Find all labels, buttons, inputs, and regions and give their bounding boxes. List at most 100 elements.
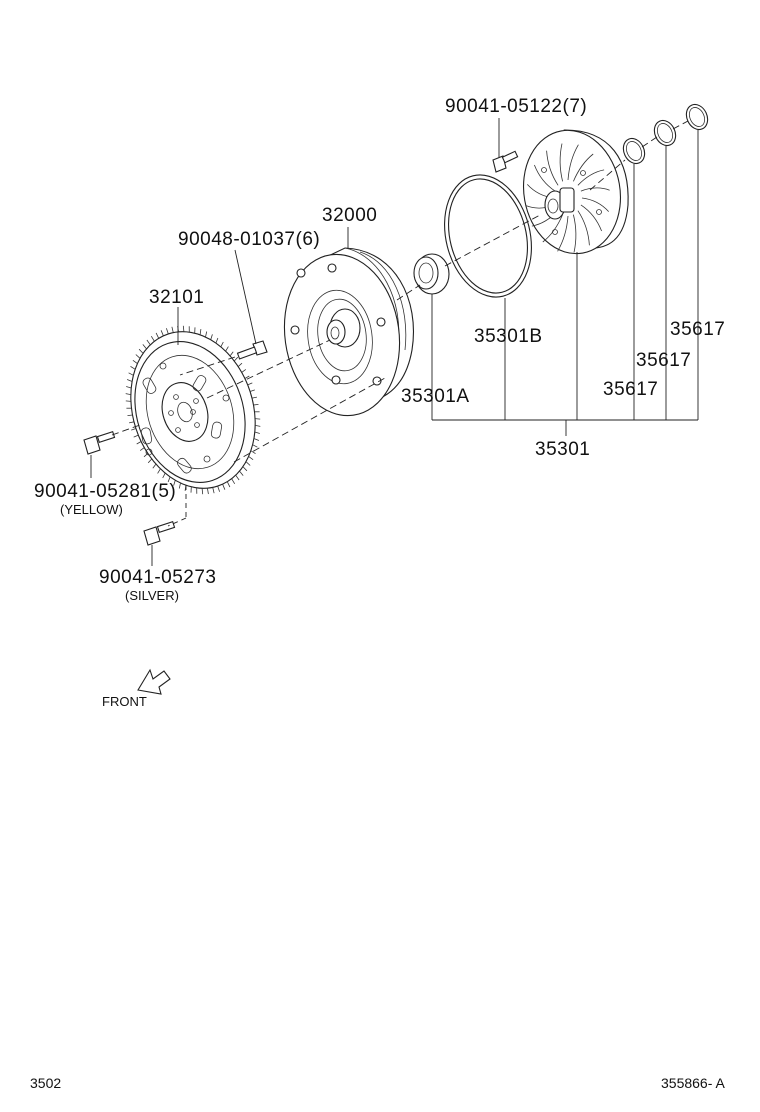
- label-seal-ring-1: 35617: [670, 319, 725, 340]
- gear-tooth: [126, 386, 132, 389]
- label-pump-assembly: 35301: [535, 439, 590, 460]
- label-seal-ring-2: 35617: [636, 350, 691, 371]
- torque-converter: [283, 247, 414, 417]
- label-seal-ring-3: 35617: [603, 379, 658, 400]
- assembly-lines: [111, 120, 689, 527]
- gear-tooth: [242, 466, 248, 472]
- gear-tooth: [253, 438, 260, 441]
- gear-tooth: [226, 481, 231, 488]
- gear-tooth: [160, 330, 164, 336]
- gear-tooth: [199, 329, 202, 335]
- gear-tooth: [138, 348, 144, 354]
- pump-vane: [534, 164, 556, 192]
- oil-seal: [413, 253, 450, 295]
- pump-vane: [542, 214, 563, 243]
- pump-vane: [559, 143, 563, 182]
- gear-tooth: [235, 474, 240, 481]
- gear-tooth: [171, 326, 174, 333]
- gear-tooth: [252, 444, 258, 448]
- gear-tooth: [248, 456, 254, 461]
- gear-tooth: [135, 354, 141, 359]
- gear-tooth: [139, 447, 145, 451]
- pump-vane: [557, 215, 569, 252]
- gear-tooth: [129, 421, 135, 424]
- gear-tooth: [133, 434, 139, 438]
- gear-tooth: [167, 476, 171, 483]
- pump-vane: [577, 169, 605, 186]
- label-oil-seal: 35301A: [401, 386, 470, 407]
- gear-tooth: [210, 334, 213, 340]
- label-bolt-silver-note: (SILVER): [125, 588, 179, 603]
- pump-vane: [581, 197, 609, 212]
- label-bolt-pump: 90041-05122(7): [445, 96, 587, 117]
- gear-tooth: [222, 484, 226, 490]
- label-bolt-silver: 90041-05273: [99, 567, 217, 588]
- gear-tooth: [182, 325, 185, 332]
- gear-tooth: [250, 450, 256, 454]
- bolt-pump: [492, 150, 519, 173]
- gear-tooth: [254, 431, 260, 434]
- label-front: FRONT: [102, 694, 147, 709]
- pump-vane: [580, 187, 610, 192]
- gear-tooth: [178, 482, 181, 489]
- gear-tooth: [152, 463, 157, 469]
- gear-tooth: [253, 404, 259, 406]
- gear-tooth: [143, 453, 149, 458]
- gear-tooth: [244, 375, 250, 379]
- gear-tooth: [234, 356, 239, 362]
- gear-tooth: [241, 369, 247, 373]
- gear-tooth: [162, 472, 166, 479]
- gear-tooth: [128, 372, 134, 376]
- gear-tooth: [142, 344, 147, 350]
- gear-tooth: [249, 389, 255, 392]
- pump-vane: [573, 153, 594, 182]
- gear-tooth: [231, 478, 236, 485]
- pump-vane: [573, 214, 577, 253]
- gear-tooth: [237, 362, 243, 367]
- pump-vane: [577, 210, 590, 246]
- bolt-yellow: [83, 430, 116, 455]
- gear-tooth: [207, 488, 209, 495]
- gear-tooth: [125, 400, 131, 402]
- gear-tooth: [255, 418, 261, 420]
- footer-page-code: 3502: [30, 1075, 61, 1091]
- gear-tooth: [147, 458, 152, 464]
- gear-tooth: [130, 366, 136, 370]
- gear-tooth: [150, 335, 155, 342]
- oil-pump: [522, 129, 629, 255]
- gear-tooth: [146, 339, 151, 346]
- gear-tooth: [251, 396, 257, 399]
- pump-vane: [567, 144, 579, 181]
- gear-tooth: [131, 428, 137, 431]
- gear-tooth: [136, 441, 142, 445]
- gear-tooth: [245, 461, 251, 466]
- gear-tooth: [205, 331, 208, 338]
- footer-figure-code: 355866- A: [661, 1075, 725, 1091]
- front-arrow-icon: [137, 668, 171, 695]
- gear-tooth: [155, 332, 160, 339]
- label-converter: 32000: [322, 205, 377, 226]
- label-pump-gasket: 35301B: [474, 326, 543, 347]
- gear-tooth: [127, 414, 133, 416]
- gear-tooth: [166, 328, 169, 335]
- gear-tooth: [215, 337, 219, 344]
- label-bolt-yellow-note: (YELLOW): [60, 502, 123, 517]
- label-bolt-converter: 90048-01037(6): [178, 229, 320, 250]
- gear-tooth: [126, 379, 133, 382]
- gear-tooth: [220, 341, 224, 348]
- gear-tooth: [239, 470, 244, 476]
- leader-lines: [90, 118, 699, 566]
- gear-tooth: [247, 382, 253, 386]
- pump-vane: [546, 150, 559, 186]
- gear-tooth: [125, 393, 131, 395]
- gear-tooth: [173, 480, 176, 486]
- gear-tooth: [212, 487, 215, 494]
- gear-tooth: [157, 468, 161, 474]
- drive-plate: [125, 325, 261, 495]
- gear-tooth: [225, 346, 229, 352]
- bolt-converter: [236, 340, 268, 360]
- gear-tooth: [217, 485, 220, 492]
- label-drive-plate: 32101: [149, 287, 204, 308]
- gear-tooth: [201, 488, 204, 495]
